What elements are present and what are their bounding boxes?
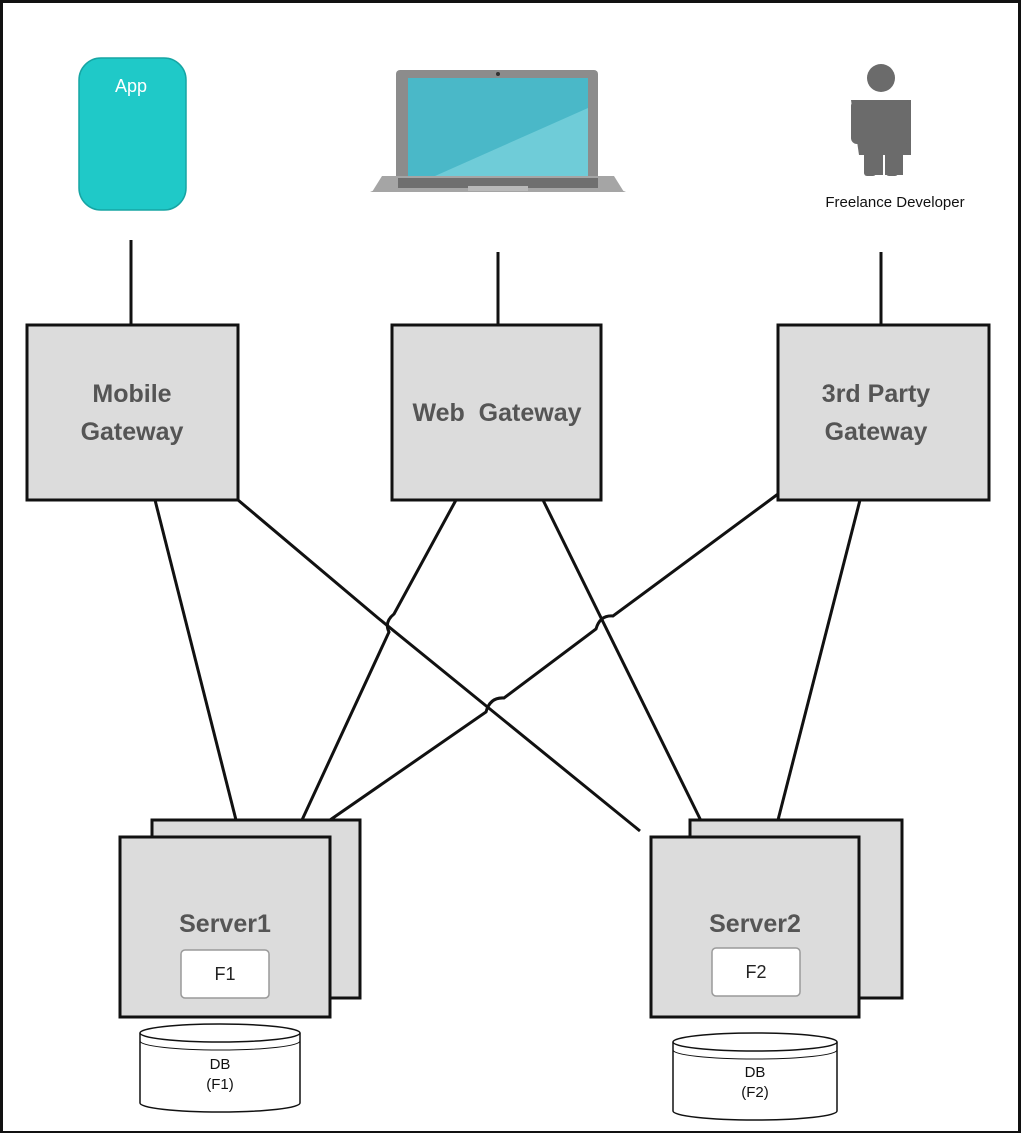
- database-f1-label-line1: DB: [210, 1056, 231, 1073]
- web-gateway-to-server2-link: [541, 499, 710, 836]
- web-gateway-box: Web Gateway: [390, 323, 603, 502]
- database-f1-cylinder: DB (F1): [139, 1023, 301, 1113]
- function-f2-box: [711, 947, 801, 997]
- mobile-gateway-box: Mobile Gateway: [25, 323, 240, 502]
- mobile-app-icon: App: [78, 57, 187, 211]
- mobile-gateway-label-line2: Gateway: [81, 418, 184, 446]
- third-party-gateway-label-line2: Gateway: [825, 418, 928, 446]
- database-f2-cylinder: DB (F2): [672, 1032, 838, 1121]
- function-f1-box: [180, 949, 270, 999]
- person-icon: [851, 64, 911, 176]
- server1-cluster: Server1 F1: [118, 818, 362, 1019]
- server2-cluster: Server2 F2: [649, 818, 904, 1019]
- third-party-gateway-to-server2-link: [776, 499, 862, 821]
- third-party-gateway-label-line1: 3rd Party: [822, 380, 930, 408]
- laptop-icon: [370, 70, 626, 192]
- server2-title: Server2: [709, 910, 801, 938]
- web-gateway-label: Web Gateway: [412, 399, 581, 427]
- mobile-gateway-label-line1: Mobile: [92, 380, 171, 408]
- database-f1-label-line2: (F1): [206, 1076, 234, 1093]
- server1-box: [118, 835, 332, 1019]
- server1-title: Server1: [179, 910, 271, 938]
- database-f2-label-line1: DB: [745, 1064, 766, 1081]
- web-gateway-to-server1-link: [300, 499, 458, 821]
- third-party-gateway-to-server1-link: [329, 492, 779, 822]
- third-party-gateway-box: 3rd Party Gateway: [776, 323, 991, 502]
- mobile-gateway-to-server2-link: [237, 498, 641, 833]
- function-f1-label: F1: [214, 964, 235, 984]
- app-label: App: [115, 76, 147, 96]
- mobile-gateway-to-server1-link: [153, 499, 238, 821]
- function-f2-label: F2: [745, 962, 766, 982]
- freelance-developer-label: Freelance Developer: [825, 194, 964, 211]
- database-f2-label-line2: (F2): [741, 1084, 769, 1101]
